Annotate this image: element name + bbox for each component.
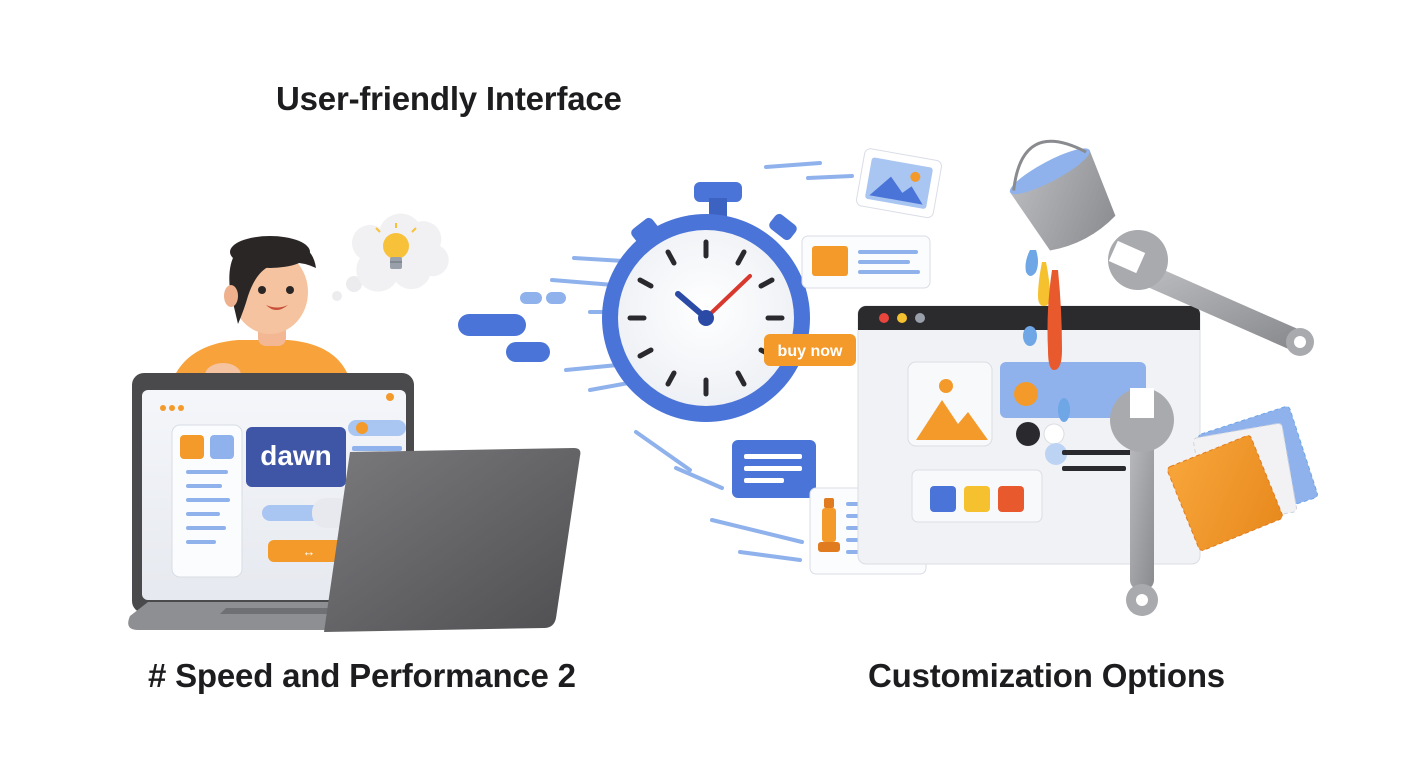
- screen-orange-button: [268, 540, 350, 562]
- paint-bucket-icon: [1009, 139, 1116, 251]
- person-head: [224, 236, 316, 334]
- buy-now-label: buy now: [778, 343, 843, 360]
- fabric-swatch-icon: [1167, 406, 1318, 551]
- lightbulb-icon: [375, 223, 417, 269]
- laptop-lid: [324, 448, 581, 632]
- wrench-icon: [1110, 388, 1174, 616]
- wrench-icon: [1108, 230, 1314, 356]
- dawn-badge: [246, 427, 346, 487]
- person-with-laptop: dawn ↔: [128, 213, 581, 632]
- caption-user-friendly: User-friendly Interface: [276, 80, 622, 117]
- caption-speed-performance: # Speed and Performance 2: [148, 657, 576, 694]
- caption-customization: Customization Options: [868, 657, 1225, 694]
- dawn-label: dawn: [260, 440, 332, 471]
- stopwatch-icon: [602, 182, 810, 422]
- svg-text:↔: ↔: [303, 544, 316, 559]
- image-card: [855, 148, 942, 219]
- customization-group: [857, 139, 1318, 616]
- thought-bubble: [332, 213, 449, 301]
- buy-now-button: [764, 334, 856, 366]
